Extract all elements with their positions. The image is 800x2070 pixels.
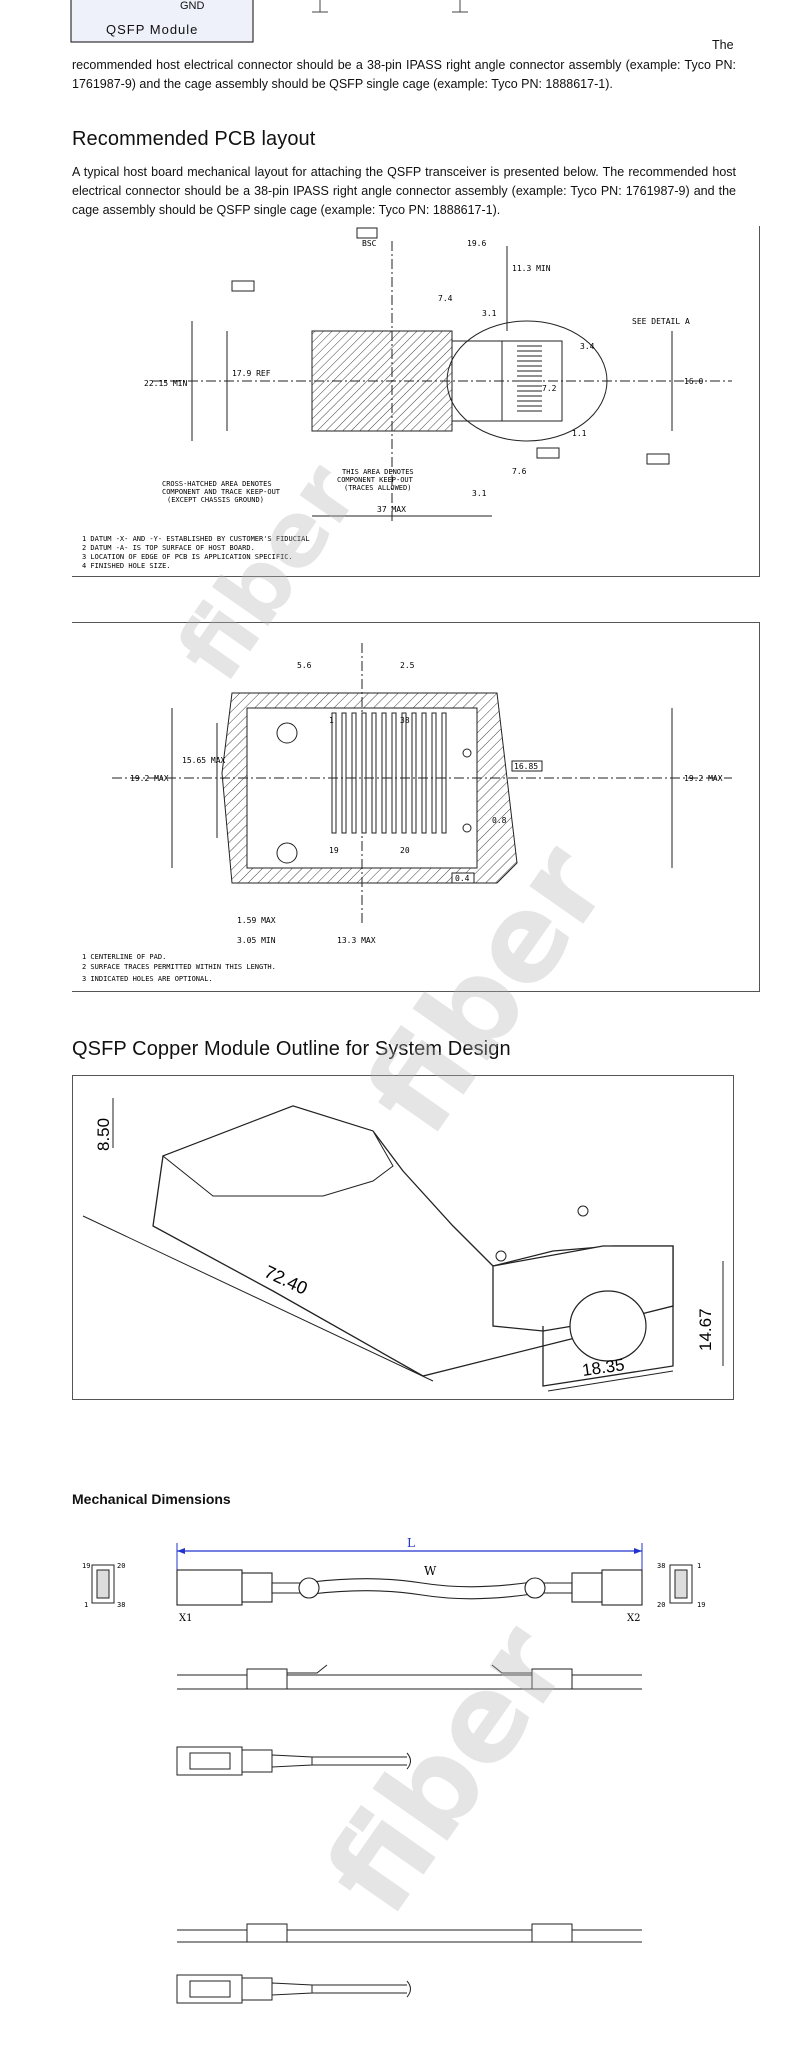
cable-top-view	[176, 1569, 643, 1606]
dim-11-3: 11.3 MIN	[512, 264, 551, 273]
fig1-note-3: 3 LOCATION OF EDGE OF PCB IS APPLICATION…	[82, 553, 293, 561]
dim-1-59: 1.59 MAX	[237, 916, 276, 925]
dim-5-6: 5.6	[297, 661, 312, 670]
pcb-detail-figure: 19.2 MAX 15.65 MAX 16.85 19.2 MAX 1.59 M…	[72, 622, 760, 992]
dim-13-3: 13.3 MAX	[337, 936, 376, 945]
pcb-layout-figure: 19.6 11.3 MIN 22.15 MIN 17.9 REF 37 MAX …	[72, 226, 760, 577]
module-label: QSFP Module	[106, 22, 199, 37]
pin-1: 1	[329, 716, 334, 725]
cable-side-view-2	[177, 1923, 642, 1943]
pin-right-38: 38	[657, 1562, 665, 1570]
pcb-layout-drawing: 19.6 11.3 MIN 22.15 MIN 17.9 REF 37 MAX …	[82, 227, 732, 570]
pin-19: 19	[329, 846, 339, 855]
dim-0-8: 0.8	[492, 816, 507, 825]
cable-side-view-full	[177, 1664, 642, 1690]
dim-3-1-top: 3.1	[482, 309, 497, 318]
note-area-1: THIS AREA DENOTES	[342, 468, 414, 476]
dim-16-0: 16.0	[684, 377, 703, 386]
datum-bsc: BSC	[362, 239, 377, 248]
pin-20: 20	[400, 846, 410, 855]
dim-8-50: 8.50	[94, 1118, 113, 1151]
pcb-detail-drawing: 19.2 MAX 15.65 MAX 16.85 19.2 MAX 1.59 M…	[82, 643, 732, 983]
dim-l-label: L	[407, 1536, 415, 1550]
note-area-2: COMPONENT KEEP-OUT	[337, 476, 414, 484]
dim-19-2-left: 19.2 MAX	[130, 774, 169, 783]
mech-section-title: Mechanical Dimensions	[72, 1491, 231, 1507]
copper-section-title: QSFP Copper Module Outline for System De…	[72, 1038, 511, 1060]
see-detail-label: SEE DETAIL A	[632, 317, 690, 326]
fig1-note-1: 1 DATUM -X- AND -Y- ESTABLISHED BY CUSTO…	[82, 535, 310, 543]
label-x2: X2	[627, 1613, 640, 1624]
fig2-note-2: 2 SURFACE TRACES PERMITTED WITHIN THIS L…	[82, 963, 276, 971]
dim-0-4: 0.4	[455, 874, 470, 883]
trailing-word: The	[712, 38, 734, 52]
dim-19-2-right: 19.2 MAX	[684, 774, 723, 783]
note-area-3: (TRACES ALLOWED)	[344, 484, 411, 492]
ground-symbols	[312, 0, 468, 13]
dim-3-1-bottom: 3.1	[472, 489, 487, 498]
dim-18-35: 18.35	[581, 1355, 626, 1380]
pcb-paragraph: A typical host board mechanical layout f…	[72, 165, 736, 217]
note-cross-2: COMPONENT AND TRACE KEEP-OUT	[162, 488, 281, 496]
pin-38: 38	[400, 716, 410, 725]
dim-19-6: 19.6	[467, 239, 486, 248]
cable-top-view-half	[176, 1746, 411, 1776]
qsfp-module-box	[70, 0, 254, 43]
pin-right-1: 1	[697, 1562, 701, 1570]
cable-top-view-half-2	[176, 1974, 411, 2004]
fig2-note-3: 3 INDICATED HOLES ARE OPTIONAL.	[82, 975, 213, 983]
dim-22-15: 22.15 MIN	[144, 379, 188, 388]
pcb-section-title: Recommended PCB layout	[72, 128, 316, 150]
mech-drawing: 19 20 1 38 38 1 20 19 L W X1 X2	[82, 1536, 705, 2004]
pin-right-20: 20	[657, 1601, 665, 1609]
note-cross-1: CROSS-HATCHED AREA DENOTES	[162, 480, 272, 488]
dim-16-85: 16.85	[514, 762, 538, 771]
fig1-note-4: 4 FINISHED HOLE SIZE.	[82, 562, 171, 570]
copper-outline-drawing: 8.50 72.40 14.67 18.35	[82, 1098, 724, 1392]
pin-left-19: 19	[82, 1562, 90, 1570]
pin-left-1: 1	[84, 1601, 88, 1609]
fig1-note-2: 2 DATUM -A- IS TOP SURFACE OF HOST BOARD…	[82, 544, 255, 552]
dim-7-4: 7.4	[438, 294, 453, 303]
dim-14-67: 14.67	[696, 1308, 715, 1351]
dim-1-1: 1.1	[572, 429, 587, 438]
pin-left-38: 38	[117, 1601, 125, 1609]
label-x1: X1	[179, 1613, 192, 1624]
dim-7-2: 7.2	[542, 384, 557, 393]
pin-left-20: 20	[117, 1562, 125, 1570]
gnd-label: GND	[180, 0, 205, 12]
top-module-figure: GND QSFP Module	[70, 0, 260, 44]
dim-17-9: 17.9 REF	[232, 369, 271, 378]
dim-15-65: 15.65 MAX	[182, 756, 226, 765]
dim-w-label: W	[424, 1564, 437, 1578]
dim-3-05: 3.05 MIN	[237, 936, 276, 945]
pin-right-19: 19	[697, 1601, 705, 1609]
dim-2-5: 2.5	[400, 661, 415, 670]
dim-37-max: 37 MAX	[377, 505, 406, 514]
copper-outline-figure: 8.50 72.40 14.67 18.35	[72, 1075, 734, 1400]
note-cross-3: (EXCEPT CHASSIS GROUND)	[167, 496, 264, 504]
intro-paragraph: recommended host electrical connector sh…	[72, 58, 736, 91]
fig2-note-1: 1 CENTERLINE OF PAD.	[82, 953, 166, 961]
dim-7-6: 7.6	[512, 467, 527, 476]
dim-3-4: 3.4	[580, 342, 595, 351]
